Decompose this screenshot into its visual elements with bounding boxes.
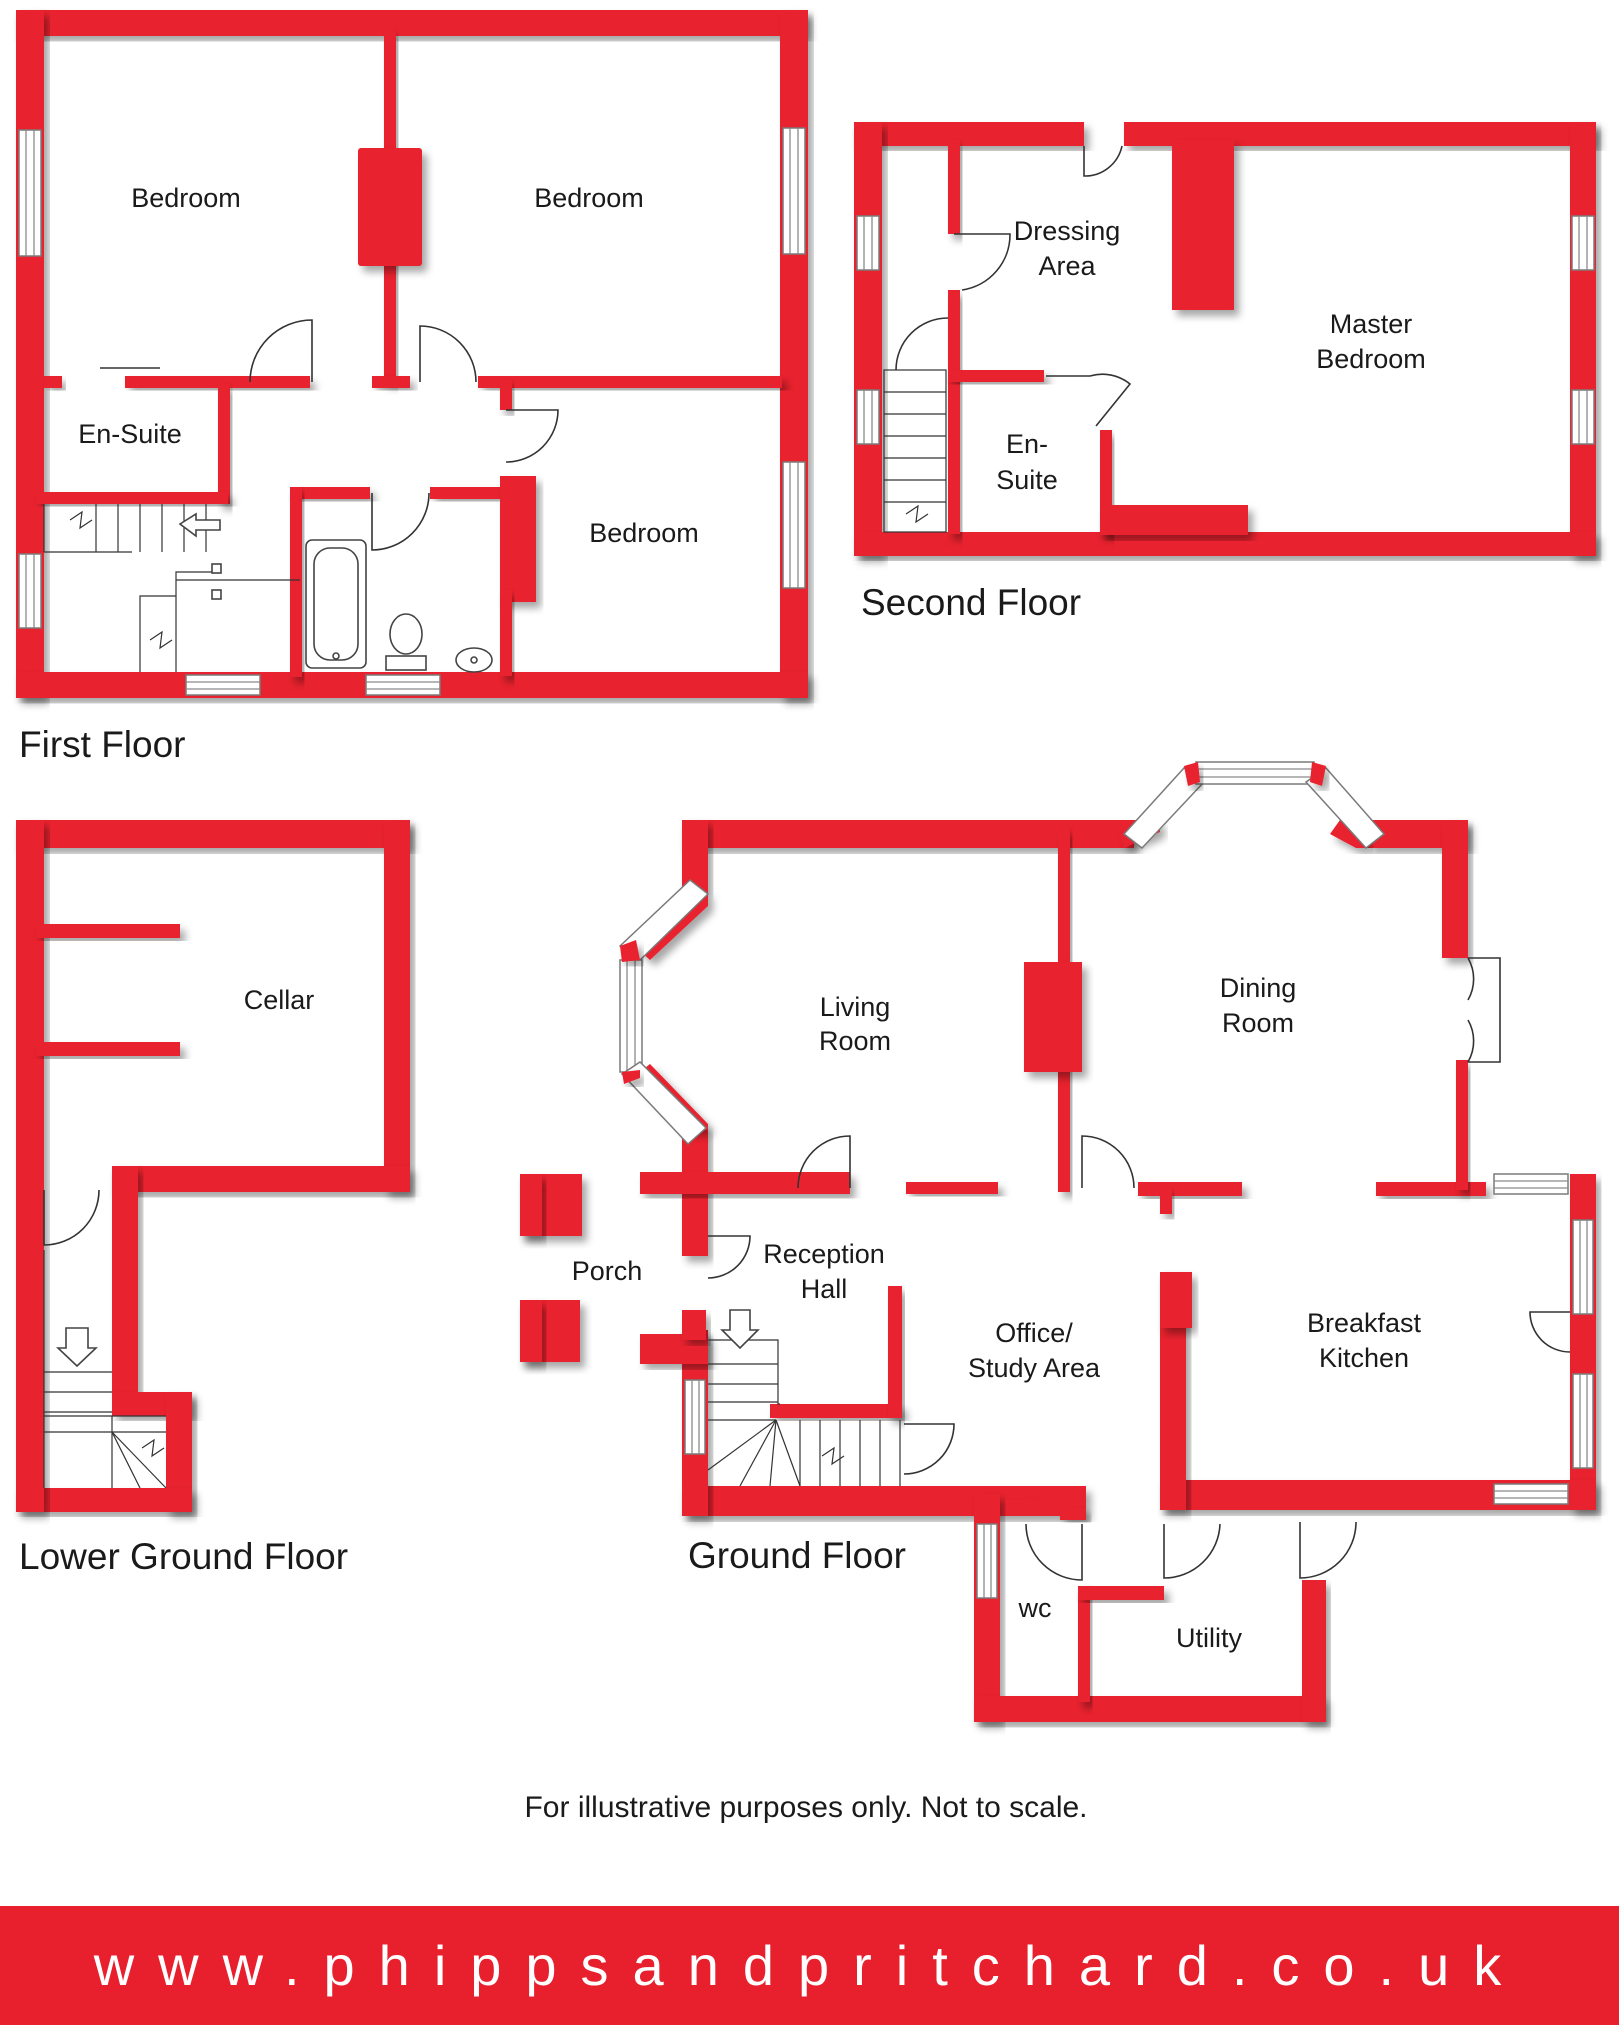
lower-ground-floor-walls — [16, 820, 410, 1512]
floor-title-second-floor: Second Floor — [861, 582, 1081, 623]
room-label-cellar: Cellar — [244, 985, 315, 1015]
second-floor-stairs — [883, 369, 947, 533]
stair-direction-arrow-icon — [55, 1327, 99, 1368]
first-floor-walls — [16, 10, 808, 698]
room-label-master-bedroom: Bedroom — [1316, 344, 1426, 374]
ground-floor-labels: Living Room Dining Room Porch Reception … — [572, 973, 1422, 1653]
footer-banner: www.phippsandpritchard.co.uk — [0, 1906, 1619, 2025]
first-floor-windows — [18, 127, 806, 696]
second-floor-labels: Dressing Area Master Bedroom En- Suite S… — [861, 216, 1426, 623]
website-url-link[interactable]: www.phippsandpritchard.co.uk — [93, 1934, 1526, 1997]
lower-ground-floor-doors-stairs — [43, 1189, 167, 1489]
room-label-office-study-area: Office/ — [995, 1318, 1073, 1348]
first-floor-bathroom-fixtures — [305, 539, 493, 673]
room-label-bedroom: Bedroom — [589, 518, 699, 548]
first-floor-plan: Bedroom Bedroom En-Suite Bedroom First F… — [16, 10, 808, 765]
room-label-breakfast-kitchen: Breakfast — [1307, 1308, 1422, 1338]
floor-title-first-floor: First Floor — [19, 724, 186, 765]
room-label-living-room: Room — [819, 1026, 891, 1056]
room-label-breakfast-kitchen: Kitchen — [1319, 1343, 1409, 1373]
floor-title-ground-floor: Ground Floor — [688, 1535, 906, 1576]
room-label-utility: Utility — [1176, 1623, 1242, 1653]
second-floor-doors — [895, 145, 1132, 427]
room-label-wc: wc — [1018, 1593, 1052, 1623]
toilet-icon — [389, 613, 423, 655]
ground-floor-plan: Living Room Dining Room Porch Reception … — [520, 761, 1596, 1722]
second-floor-plan: Dressing Area Master Bedroom En- Suite S… — [854, 122, 1596, 623]
room-label-living-room: Living — [820, 992, 891, 1022]
lower-ground-floor-labels: Cellar Lower Ground Floor — [19, 985, 348, 1577]
room-label-office-study-area: Study Area — [968, 1353, 1101, 1383]
room-label-reception-hall: Reception — [763, 1239, 885, 1269]
ground-floor-windows — [684, 1173, 1594, 1599]
room-label-dressing-area: Area — [1038, 251, 1096, 281]
ground-floor-stairs — [707, 1309, 901, 1487]
room-label-en-suite: En- — [1006, 429, 1048, 459]
room-label-dining-room: Room — [1222, 1008, 1294, 1038]
ground-floor-doors — [707, 957, 1571, 1581]
stair-direction-arrow-icon — [720, 1309, 760, 1350]
stair-direction-arrow-icon — [178, 512, 221, 538]
floor-title-lower-ground-floor: Lower Ground Floor — [19, 1536, 348, 1577]
room-label-dressing-area: Dressing — [1014, 216, 1121, 246]
room-label-en-suite: Suite — [996, 465, 1058, 495]
second-floor-walls — [854, 122, 1596, 556]
room-label-en-suite: En-Suite — [78, 419, 182, 449]
ground-floor-bay-windows — [618, 761, 1386, 1146]
first-floor-doors — [100, 319, 559, 551]
ground-floor-walls — [520, 820, 1596, 1722]
second-floor-windows — [856, 215, 1595, 445]
disclaimer-text: For illustrative purposes only. Not to s… — [524, 1791, 1087, 1824]
lower-ground-floor-plan: Cellar Lower Ground Floor — [16, 820, 410, 1577]
room-label-porch: Porch — [572, 1256, 643, 1286]
room-label-reception-hall: Hall — [801, 1274, 848, 1304]
room-label-master-bedroom: Master — [1330, 309, 1413, 339]
room-label-bedroom: Bedroom — [534, 183, 644, 213]
first-floor-stairs — [43, 504, 300, 672]
room-label-dining-room: Dining — [1220, 973, 1297, 1003]
first-floor-labels: Bedroom Bedroom En-Suite Bedroom First F… — [19, 183, 699, 765]
room-label-bedroom: Bedroom — [131, 183, 241, 213]
